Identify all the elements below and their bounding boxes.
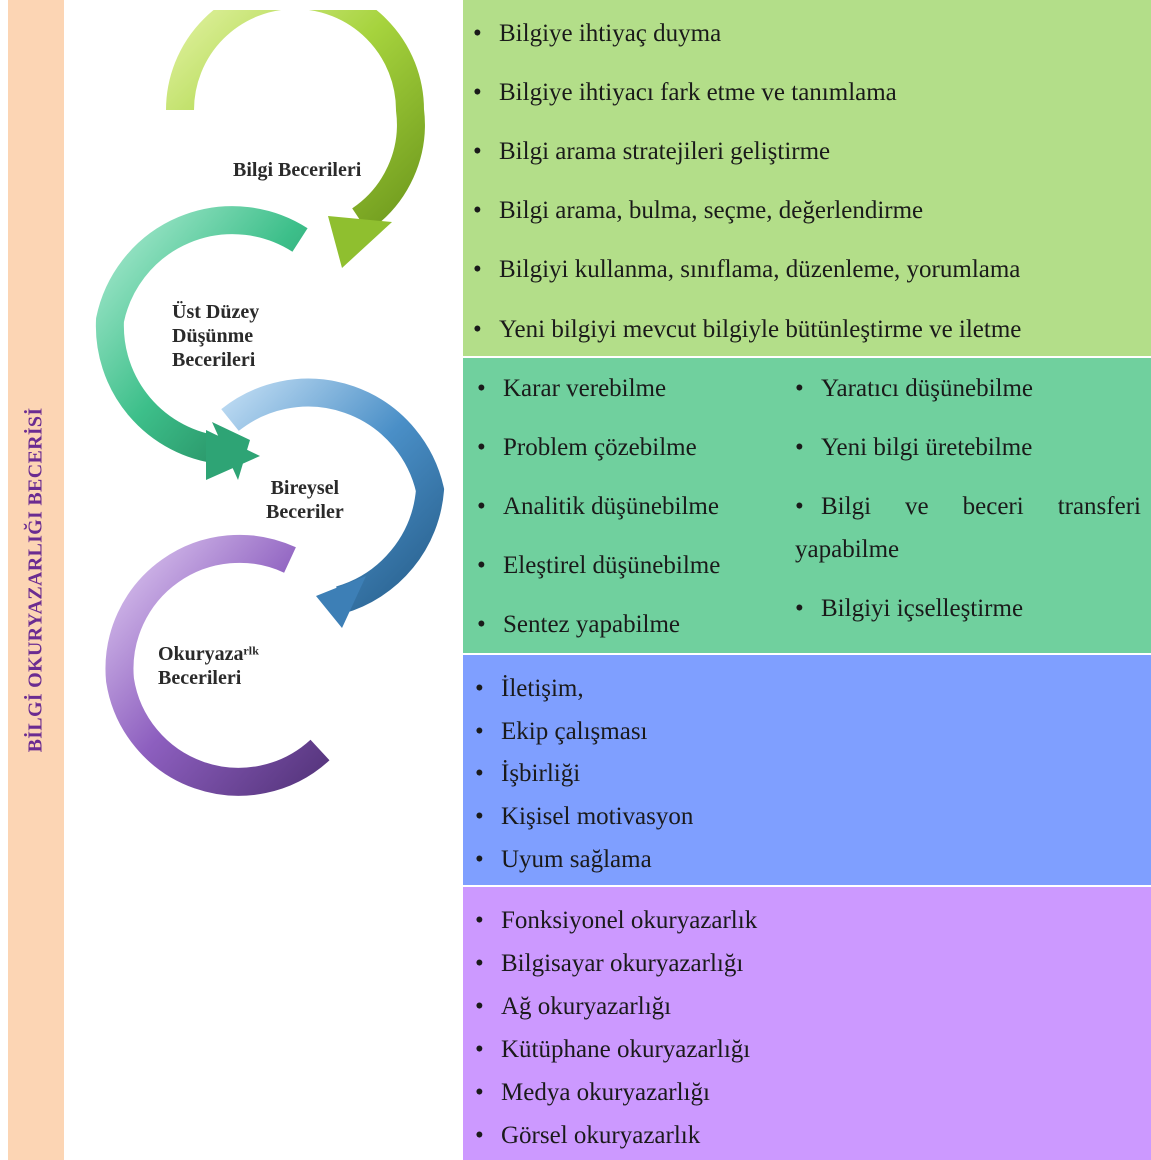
arrow-bireysel	[221, 378, 445, 628]
label-bilgi-becerileri: Bilgi Becerileri	[233, 159, 362, 181]
list-item: •Bilgiyi içselleştirme	[795, 595, 1024, 622]
panel-okuryazarlik: •Fonksiyonel okuryazarlık •Bilgisayar ok…	[463, 887, 1151, 1160]
list-item: •İletişim,	[475, 675, 584, 702]
list-item: •Problem çözebilme	[477, 434, 697, 461]
list-item: •Ekip çalışması	[475, 718, 648, 745]
list-item: •Kütüphane okuryazarlığı	[475, 1036, 751, 1063]
list-item: •Uyum sağlama	[475, 846, 652, 873]
list-item: •Yeni bilgiyi mevcut bilgiyle bütünleşti…	[473, 316, 1022, 343]
list-item: •Bilgiye ihtiyacı fark etme ve tanımlama	[473, 79, 897, 106]
panel-ust-duzey: •Karar verebilme •Problem çözebilme •Ana…	[463, 358, 1151, 653]
list-item: •Yaratıcı düşünebilme	[795, 375, 1034, 402]
arrow-okuryazarlik	[105, 534, 330, 796]
list-item: •Bilgiyi kullanma, sınıflama, düzenleme,…	[473, 256, 1021, 283]
label-bireysel: Bireysel Beceriler	[266, 477, 344, 523]
arrow-bilgi-becerileri	[166, 10, 425, 268]
list-item: •Karar verebilme	[477, 375, 667, 402]
list-item: •İşbirliği	[475, 760, 581, 787]
list-item: •Bilgi ve beceri transferi	[795, 493, 1141, 520]
list-item-continuation: yapabilme	[795, 536, 900, 563]
skills-cycle-diagram	[95, 10, 445, 796]
label-ust-duzey: Üst Düzey Düşünme Becerileri	[172, 301, 260, 371]
list-item: •Analitik düşünebilme	[477, 493, 719, 520]
side-title: BİLGİ OKURYAZARLIĞI BECERİSİ	[24, 407, 47, 753]
list-item: •Yeni bilgi üretebilme	[795, 434, 1033, 461]
list-item: •Fonksiyonel okuryazarlık	[475, 907, 758, 934]
list-item: •Eleştirel düşünebilme	[477, 552, 721, 579]
arrow-ust-duzey	[95, 206, 308, 480]
panel-bireysel: •İletişim, •Ekip çalışması •İşbirliği •K…	[463, 655, 1151, 885]
list-item: •Medya okuryazarlığı	[475, 1079, 710, 1106]
list-item: •Bilgisayar okuryazarlığı	[475, 950, 744, 977]
list-item: •Kişisel motivasyon	[475, 803, 694, 830]
list-item: •Bilgi arama, bulma, seçme, değerlendirm…	[473, 197, 924, 224]
list-item: •Sentez yapabilme	[477, 611, 681, 638]
side-bar	[8, 0, 64, 1160]
list-item: •Görsel okuryazarlık	[475, 1122, 701, 1149]
panel-bilgi-becerileri: •Bilgiye ihtiyaç duyma •Bilgiye ihtiyacı…	[463, 0, 1151, 356]
list-item: •Bilgi arama stratejileri geliştirme	[473, 138, 831, 165]
list-item: •Bilgiye ihtiyaç duyma	[473, 20, 722, 47]
label-okuryazarlik: Okuryazaʳˡᵏ Becerileri	[158, 643, 259, 689]
list-item: •Ağ okuryazarlığı	[475, 993, 672, 1020]
